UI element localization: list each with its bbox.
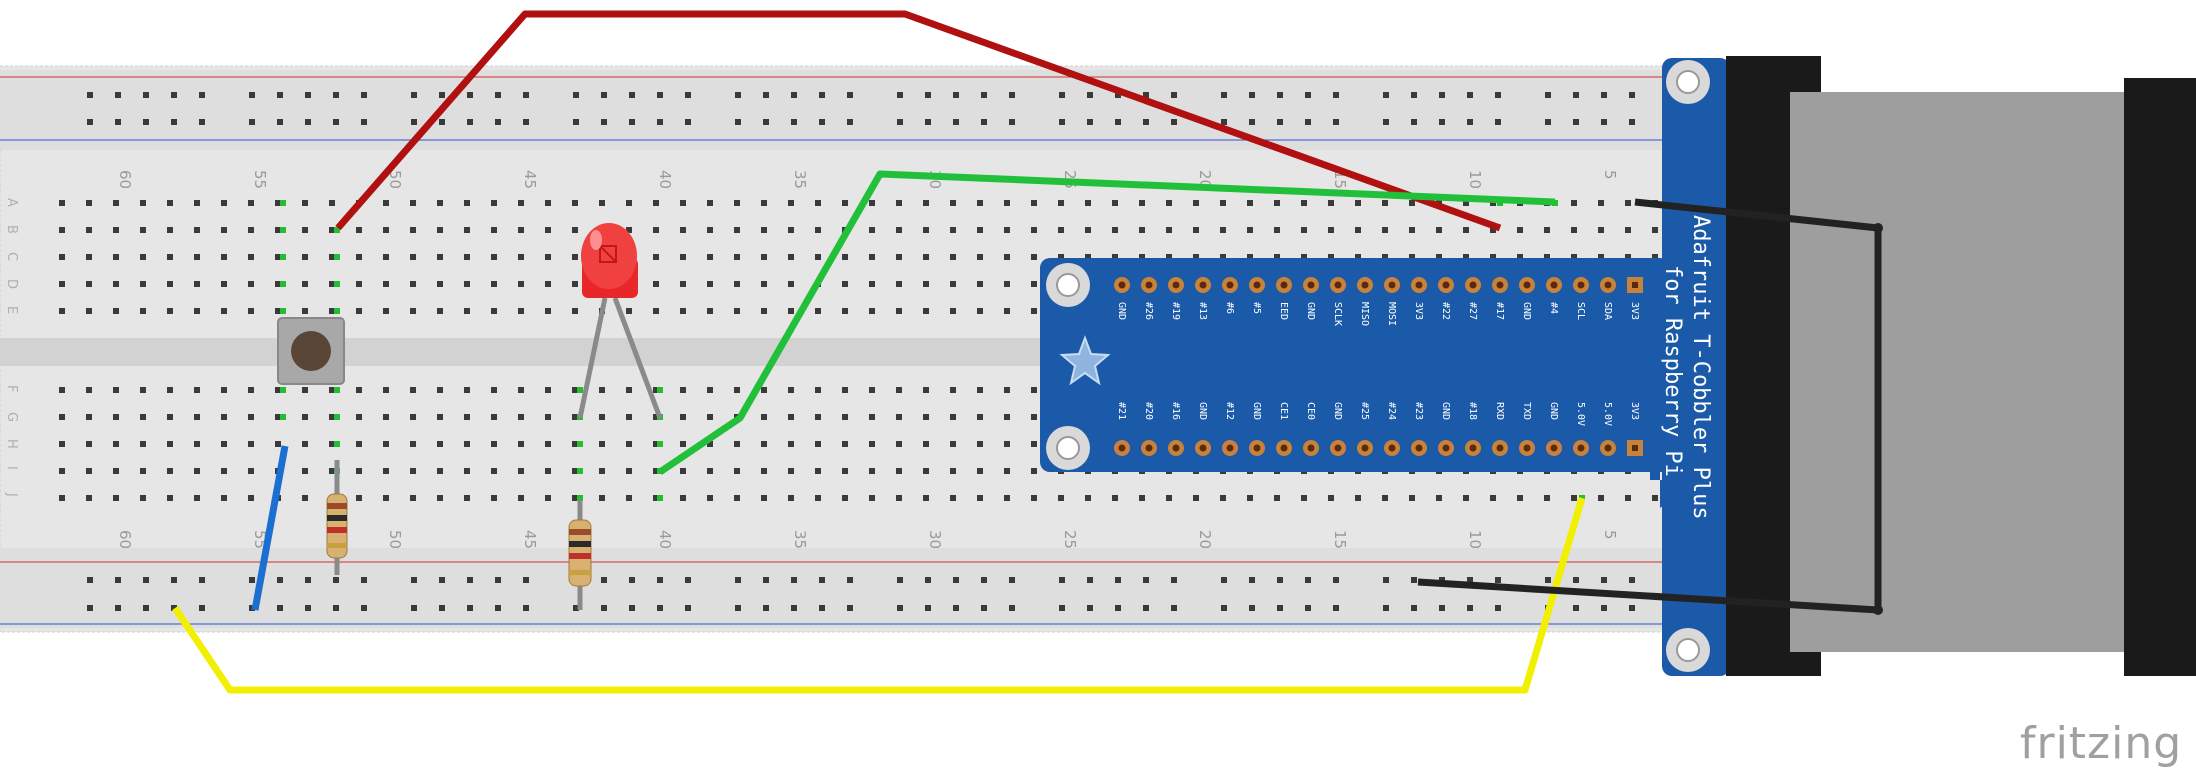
row-label: B: [4, 225, 19, 234]
pin-label-bottom: CE0: [1305, 402, 1316, 420]
pin-label-top: EED: [1278, 302, 1289, 320]
pin-label-bottom: GND: [1197, 402, 1208, 420]
pin-label-top: 3V3: [1413, 302, 1424, 320]
pin-label-bottom: GND: [1440, 402, 1451, 420]
pin-label-bottom: 5.0V: [1575, 402, 1586, 426]
pin-label-top: #6: [1224, 302, 1235, 314]
pin-label-top: SDA: [1602, 302, 1613, 320]
pin-label-bottom: CE1: [1278, 402, 1289, 420]
pin-label-top: SCLK: [1332, 302, 1343, 326]
column-label: 20: [1196, 530, 1214, 549]
row-label: G: [4, 412, 19, 422]
pin-label-top: #4: [1548, 302, 1559, 314]
pin-label-bottom: #24: [1386, 402, 1397, 420]
pin-label-bottom: #12: [1224, 402, 1235, 420]
red-led: [577, 223, 663, 419]
column-label: 50: [386, 170, 404, 189]
pin-label-top: #27: [1467, 302, 1478, 320]
adafruit-flower-icon: [1059, 335, 1111, 386]
pin-label-top: MOSI: [1386, 302, 1397, 326]
pin-label-top: GND: [1305, 302, 1316, 320]
wires: [172, 10, 1883, 694]
row-label: J: [4, 492, 19, 497]
column-label: 25: [1061, 530, 1079, 549]
pin-label-bottom: 5.0V: [1602, 402, 1613, 426]
column-label: 35: [791, 530, 809, 549]
pin-label-top: #26: [1143, 302, 1154, 320]
ribbon-cable: [1726, 56, 2196, 676]
column-label: 60: [116, 530, 134, 549]
column-label: 30: [926, 530, 944, 549]
column-label: 40: [656, 170, 674, 189]
column-label: 10: [1466, 530, 1484, 549]
pin-label-top: GND: [1116, 302, 1127, 320]
pin-label-top: 3V3: [1629, 302, 1640, 320]
column-label: 60: [116, 170, 134, 189]
pin-label-top: MISO: [1359, 302, 1370, 326]
pin-label-bottom: GND: [1548, 402, 1559, 420]
pin-label-top: #22: [1440, 302, 1451, 320]
row-label: A: [4, 198, 19, 207]
pin-label-bottom: #25: [1359, 402, 1370, 420]
mount-hole-bottom-right: [1666, 628, 1710, 672]
pushbutton: [277, 317, 345, 385]
mount-hole-bottom-left: [1046, 426, 1090, 470]
wire-yellow: [172, 497, 1586, 694]
fritzing-logo: fritzing: [2020, 718, 2182, 769]
mount-hole-top-right: [1666, 60, 1710, 104]
pin-label-bottom: #23: [1413, 402, 1424, 420]
pin-label-top: SCL: [1575, 302, 1586, 320]
wire-red: [335, 10, 1502, 232]
pin-label-bottom: #18: [1467, 402, 1478, 420]
column-label: 10: [1466, 170, 1484, 189]
row-label: H: [4, 439, 19, 449]
pin-label-bottom: #20: [1143, 402, 1154, 420]
cobbler-title-line1: Adafruit T-Cobbler Plus: [1688, 215, 1713, 520]
column-label: 50: [386, 530, 404, 549]
wire-green: [658, 170, 1556, 475]
column-label: 45: [521, 170, 539, 189]
t-cobbler-board: GND #26 #19 #13 #6 #5 EED GND SCLK MISO MOSI 3V3 #22…: [1040, 58, 1730, 676]
pin-label-bottom: 3V3: [1629, 402, 1640, 420]
pin-label-bottom: GND: [1332, 402, 1343, 420]
row-label: C: [4, 252, 19, 261]
column-label: 35: [791, 170, 809, 189]
pin-label-bottom: RXD: [1494, 402, 1505, 420]
resistor-led: [568, 500, 592, 610]
cobbler-title-line2: for Raspberry Pi: [1660, 265, 1685, 477]
pin-label-bottom: #16: [1170, 402, 1181, 420]
row-label: F: [4, 385, 19, 392]
pin-label-bottom: TXD: [1521, 402, 1532, 420]
wire-blue: [251, 445, 289, 611]
pin-label-bottom: GND: [1251, 402, 1262, 420]
column-label: 5: [1601, 170, 1619, 180]
wire-black-bottom: [1417, 578, 1879, 614]
row-label: I: [4, 466, 19, 470]
column-label: 5: [1601, 530, 1619, 540]
column-label: 55: [251, 170, 269, 189]
column-label: 40: [656, 530, 674, 549]
pin-label-bottom: #21: [1116, 402, 1127, 420]
pin-label-top: GND: [1521, 302, 1532, 320]
pin-label-top: #19: [1170, 302, 1181, 320]
column-label: 15: [1331, 530, 1349, 549]
pin-label-top: #5: [1251, 302, 1262, 314]
row-label: E: [4, 306, 19, 314]
pin-label-top: #17: [1494, 302, 1505, 320]
pin-label-top: #13: [1197, 302, 1208, 320]
mount-hole-top-left: [1046, 263, 1090, 307]
row-label: D: [4, 279, 19, 289]
column-label: 45: [521, 530, 539, 549]
resistor-button-pulldown: [326, 460, 348, 575]
